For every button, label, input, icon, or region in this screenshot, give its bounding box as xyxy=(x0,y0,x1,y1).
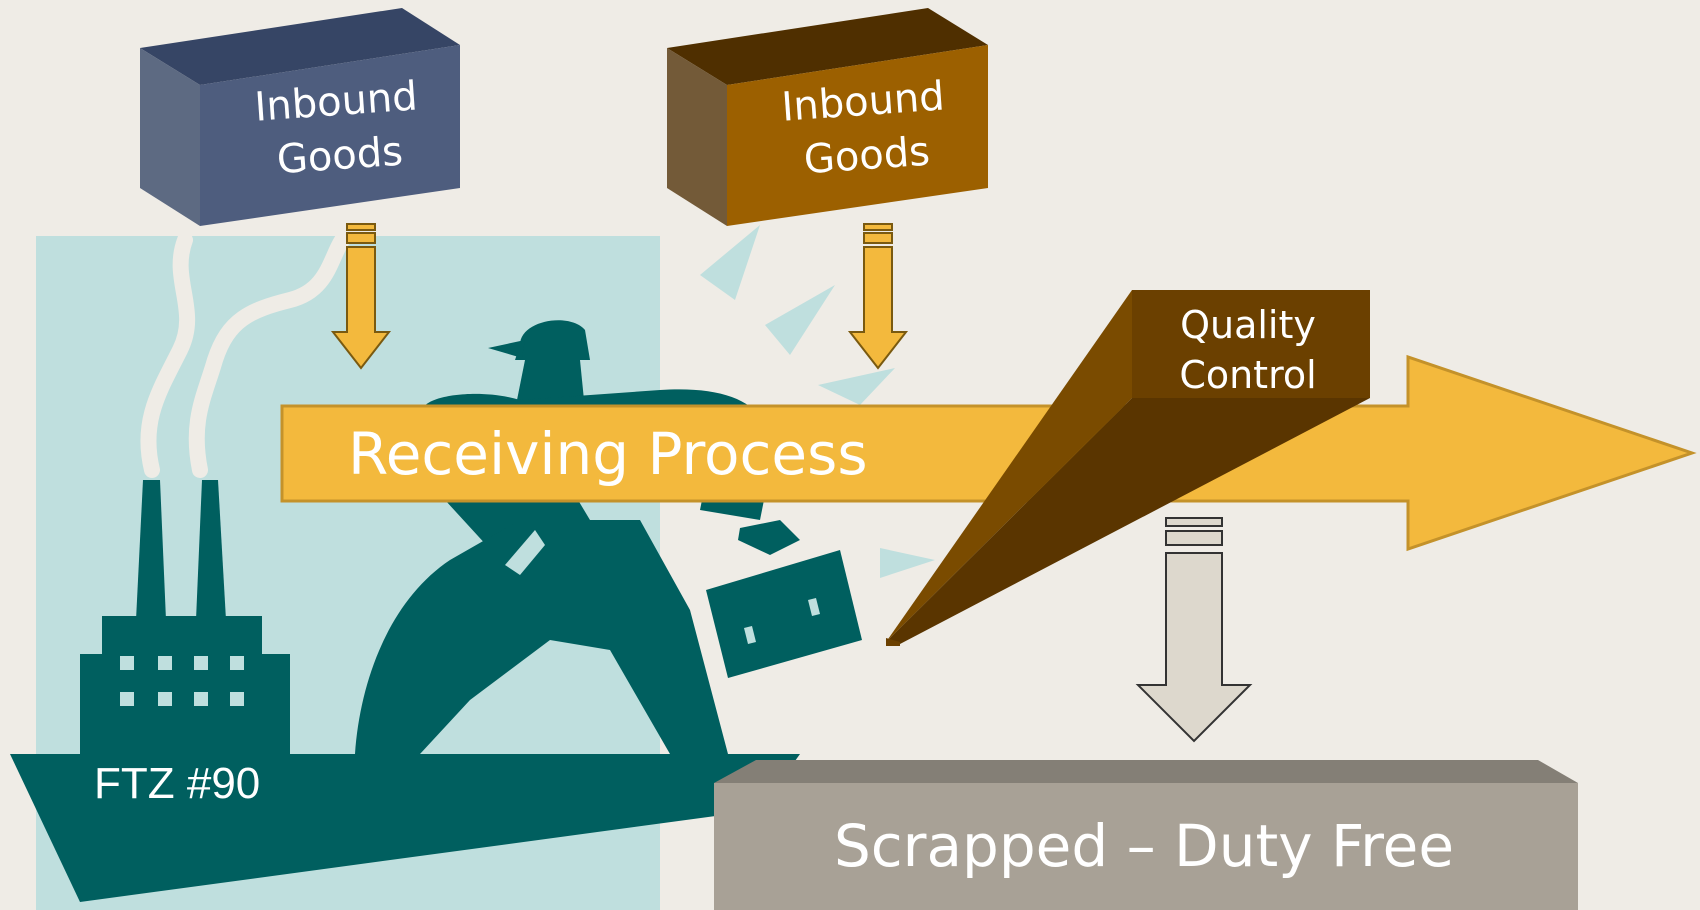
receiving-process-label: Receiving Process xyxy=(348,420,868,488)
qc-line1: Quality xyxy=(1180,303,1316,347)
scrapped-duty-free-label: Scrapped – Duty Free xyxy=(833,812,1455,880)
factory-windows xyxy=(120,656,244,706)
smoke-icon xyxy=(140,228,353,478)
receiving-process-arrow xyxy=(280,354,1697,552)
inbound-goods-label-left: Inbound Goods xyxy=(225,67,452,190)
scrapped-box xyxy=(714,760,1578,910)
quality-control-label: Quality Control xyxy=(1148,300,1348,400)
inbound-goods-box-left xyxy=(140,8,460,226)
inbound-arrow-right xyxy=(847,223,909,370)
quality-control-block xyxy=(886,290,1370,646)
ftz-label: FTZ #90 xyxy=(94,759,261,808)
inbound-goods-box-right xyxy=(667,8,988,226)
debris-shards xyxy=(700,225,935,578)
qc-line2: Control xyxy=(1179,353,1317,397)
worker-details xyxy=(505,530,820,644)
scrap-arrow xyxy=(1135,517,1253,743)
inbound-goods-label-right: Inbound Goods xyxy=(752,67,979,190)
inbound-arrow-left xyxy=(330,223,392,370)
factory-icon xyxy=(10,480,800,902)
